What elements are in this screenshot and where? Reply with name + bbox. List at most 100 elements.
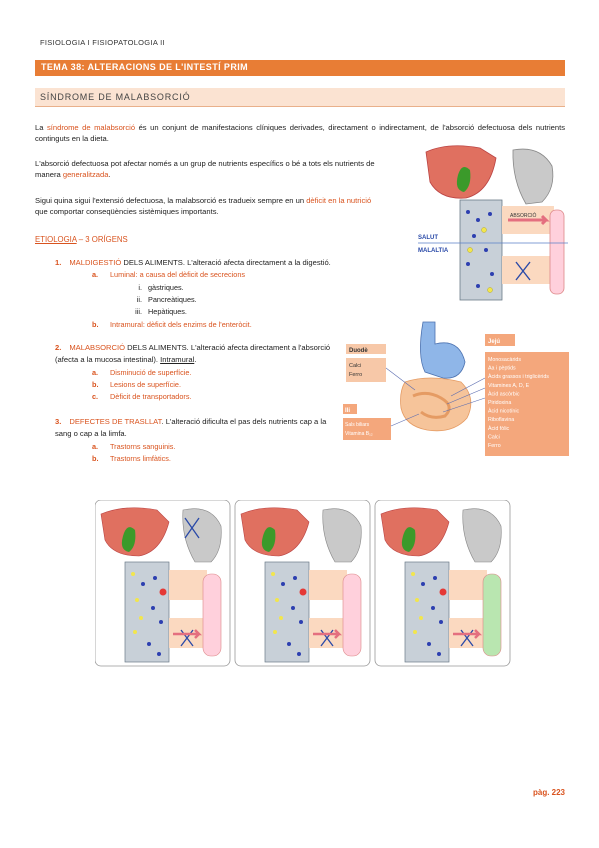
ili-item-2: Vitamina B₁₂ [345,431,373,437]
nutrient-dot [153,576,157,580]
blocked-x-icon [184,517,200,539]
absorption-diagram: ABSORCIÓ SALUT MALALTIA [418,145,568,301]
nutrient-dot [151,606,155,610]
list-item-2: 2.MALABSORCIÓ DELS ALIMENTS. L'alteració… [55,342,335,365]
sub-item-3a: a.Trastorns sanguinis. [92,441,175,453]
etiology-title: ETIOLOGIA [35,235,77,244]
item-head: MALDIGESTIÓ [69,258,122,267]
jeju-item: Piridoxina [488,400,511,406]
stomach-shape [420,321,466,379]
page-number: pàg. 223 [532,788,565,797]
nutrient-dot [427,642,431,646]
panels-group [95,500,511,667]
text: . [108,170,111,179]
gallbladder-shape [401,527,416,552]
enterocyte-band-top [309,570,347,600]
duode-header-box [346,344,386,354]
item-text: . L'alteració dificulta el pas dels nutr… [55,417,327,438]
course-header: FISIOLOGIA I FISIOPATOLOGIA II [40,38,165,47]
sub-item-3b: b.Trastorns limfàtics. [92,453,171,465]
sub-text: Lesions de superfície. [110,380,181,389]
nutrient-dot [439,620,443,624]
duode-item-2: Ferro [349,372,362,378]
nutrient-dot [141,582,145,586]
nutrient-dot [279,616,283,620]
roman-key: i. [138,283,142,292]
vessel-shape [342,573,362,657]
nutrient-dot [157,652,161,656]
nutrient-dot [297,652,301,656]
duode-title: Duodè [349,348,368,354]
item-head: MALABSORCIÓ [69,343,126,352]
list-item-1: 1.MALDIGESTIÓ DELS ALIMENTS. L'alteració… [55,257,385,269]
sub-text: Intramural: dèficit dels enzims de l'ent… [110,320,252,329]
transporter-dot [439,588,447,596]
nutrient-dot [431,606,435,610]
blocked-x-icon [515,261,531,281]
stomach-shape [462,508,502,563]
nutrient-dots [466,210,494,288]
ili-title: Ili [345,408,350,414]
duode-item-1: Calci [349,363,361,369]
intro-paragraph-2: L'absorció defectuosa pot afectar només … [35,158,380,180]
nutrient-dot [275,598,279,602]
sub-key: c. [92,392,99,401]
nutrient-dot [419,616,423,620]
title-bar: TEMA 38: ALTERACIONS DE L'INTESTÍ PRIM [35,60,565,76]
roman-text: Hepàtiques. [148,307,187,316]
nutrient-dot [433,576,437,580]
sub-text: Trastorns limfàtics. [110,454,171,463]
jeju-list-box [485,352,569,456]
panel-1 [95,500,231,667]
jeju-item: Riboflavina [488,417,514,423]
nutrient-dot [293,576,297,580]
vessel-shape [482,573,502,657]
vessel-shape [549,209,565,295]
etiology-suffix: – 3 ORÍGENS [76,235,128,244]
roman-item-i: i. gàstriques. [128,282,184,294]
roman-text: gàstriques. [148,283,184,292]
jeju-item: Àcid nicotínic [488,408,520,415]
enterocyte-band-bottom [502,256,554,284]
item-underlined: Intramural [160,354,195,364]
item-text-end: . [194,354,197,364]
nutrient-dot [437,652,441,656]
sub-text: Dèficit de transportadors. [110,392,192,401]
transporter-dot [159,588,167,596]
sub-item-2c: c. Dèficit de transportadors. [92,391,192,403]
text: és un conjunt de manifestacions clínique… [35,123,565,143]
jeju-title: Jejú [488,339,500,345]
intestine-shape [400,377,472,432]
highlight-term: dèficit en la nutrició [306,196,372,205]
nutrient-dot [139,616,143,620]
text: Sigui quina sigui l'extensió defectuosa,… [35,196,307,205]
gallbladder-shape [456,166,471,192]
transporter-dot [299,588,307,596]
nutrient-dot [421,582,425,586]
enterocyte-band-top [449,570,487,600]
absorption-arrow [508,214,550,226]
duode-list-box [346,358,386,382]
sub-item-1a: a.Luminal: a causa del dèficit de secrec… [92,269,245,281]
roman-item-ii: ii. Pancreàtiques. [128,294,197,306]
jeju-item: Ferro [488,443,501,449]
item-number: 3. [55,417,62,426]
roman-key: ii. [136,295,142,304]
nutrient-dot [131,572,135,576]
ili-item-1: Sals biliars [345,422,370,428]
sub-key: a. [92,368,99,377]
roman-text: Pancreàtiques. [148,295,197,304]
intro-paragraph-1: La síndrome de malabsorció és un conjunt… [35,122,565,144]
label-absorcio: ABSORCIÓ [510,212,537,219]
list-item-3: 3.DEFECTES DE TRASLLAT. L'alteració difi… [55,416,340,439]
stomach-shape [512,148,554,205]
jeju-item: Monosacàrids [488,357,521,363]
stomach-shape [322,508,362,563]
label-salut: SALUT [418,235,438,241]
absorption-arrow [313,629,343,639]
jeju-item: Àcid fòlic [488,425,510,432]
sub-text: Disminució de superfície. [110,368,192,377]
jeju-item: Àcids grassos i triglicèrids [488,373,549,380]
blocked-x-icon [320,629,334,647]
